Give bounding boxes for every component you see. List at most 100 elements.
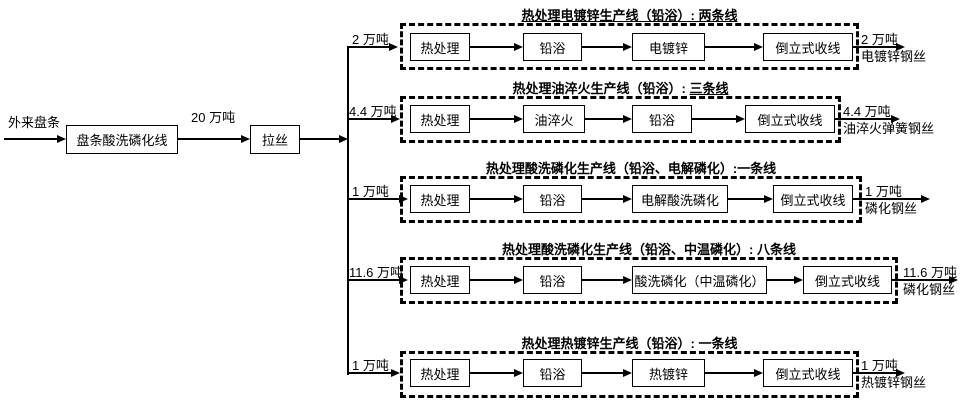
group-5-step-arrow-head <box>754 369 763 377</box>
group-3-output-product: 磷化钢丝 <box>865 201 918 216</box>
group-3-step-arrow-head <box>514 195 523 203</box>
group-5-step-arrow-head <box>514 369 523 377</box>
branch-5-arrow-head <box>391 369 400 377</box>
branch-2-arrow-head <box>391 115 400 123</box>
trunk-line <box>347 46 349 375</box>
group-2-step-arrow-head <box>623 115 632 123</box>
group-2-step-arrow-line <box>692 118 736 120</box>
group-3-step-arrow-line <box>470 198 514 200</box>
group-2-step-arrow-head <box>514 115 523 123</box>
group-4-output-head <box>949 276 958 284</box>
group-4-step-arrow-line <box>470 279 514 281</box>
group-4-step-arrow-head <box>514 276 523 284</box>
group-1-step-arrow-line <box>582 46 623 48</box>
group-5-step-arrow-line <box>470 372 514 374</box>
group-5-step-4-box: 倒立式收线 <box>763 359 853 387</box>
group-1-title: 热处理电镀锌生产线（铅浴）: 两条线 <box>400 5 859 24</box>
group-5-step-arrow-line <box>582 372 623 374</box>
group-3-output-amount: 1 万吨 <box>865 184 902 199</box>
group-3-step-2-box: 铅浴 <box>523 185 582 213</box>
group-3-step-arrow-line <box>582 198 623 200</box>
group-4-step-4-box: 倒立式收线 <box>803 266 892 294</box>
group-1-step-arrow-line <box>705 46 754 48</box>
group-2-title-underlined: 三条线 <box>689 81 729 96</box>
group-3-output-line <box>853 198 921 200</box>
branch-1-line <box>348 46 390 48</box>
group-2-step-3-box: 铅浴 <box>632 105 692 133</box>
group-1-output-product: 电镀锌钢丝 <box>861 49 927 64</box>
source-arrow-line <box>4 138 58 140</box>
group-5-title-text: 热处理热镀锌生产线（铅浴）: 一条线 <box>521 336 738 351</box>
group-2-step-1-box: 热处理 <box>410 105 470 133</box>
group-2-output-product: 油淬火弹簧钢丝 <box>843 121 935 136</box>
branch-1-arrow-head <box>389 43 398 51</box>
group-2-title-text: 热处理油淬火生产线（铅浴）: <box>512 81 690 96</box>
group-5-step-2-box: 铅浴 <box>523 359 582 387</box>
group-4-output-amount: 11.6 万吨 <box>903 265 957 280</box>
branch-5-label: 1 万吨 <box>352 358 389 373</box>
group-5-output-product: 热镀锌钢丝 <box>861 375 927 390</box>
group-1-output-head <box>896 43 905 51</box>
group-3-step-4-box: 倒立式收线 <box>773 185 853 213</box>
group-5-dashed-box <box>400 351 859 398</box>
group-1-step-arrow-head <box>514 43 523 51</box>
group-2-output-line <box>835 118 891 120</box>
group-1-step-arrow-line <box>470 46 514 48</box>
group-5-step-arrow-head <box>623 369 632 377</box>
group-4-step-arrow-head <box>623 276 632 284</box>
group-2-step-arrow-line <box>470 118 514 120</box>
group-4-title: 热处理酸洗磷化生产线（铅浴、中温磷化）: 八条线 <box>400 239 898 258</box>
branch-4-label: 11.6 万吨 <box>349 265 403 280</box>
group-4-step-arrow-line <box>582 279 623 281</box>
group-5-output-head <box>896 369 905 377</box>
branch-2-line <box>348 118 392 120</box>
branch-4-line <box>348 279 400 281</box>
group-4-output-product: 磷化钢丝 <box>903 282 956 297</box>
group-4-step-1-box: 热处理 <box>410 266 470 294</box>
group-3-title: 热处理酸洗磷化生产线（铅浴、电解磷化）:一条线 <box>400 158 862 177</box>
branch-3-label: 1 万吨 <box>352 184 389 199</box>
group-5-output-amount: 1 万吨 <box>861 358 898 373</box>
group-4-title-text: 热处理酸洗磷化生产线（铅浴、中温磷化）: 八条线 <box>502 242 796 257</box>
pickling-line-box: 盘条酸洗磷化线 <box>66 125 178 154</box>
group-3-title-text: 热处理酸洗磷化生产线（铅浴、电解磷化）:一条线 <box>485 161 777 176</box>
group-4-step-2-box: 铅浴 <box>523 266 582 294</box>
group-5-step-arrow-line <box>705 372 754 374</box>
group-2-step-arrow-line <box>585 118 623 120</box>
branch-5-line <box>348 372 392 374</box>
group-3-step-arrow-head <box>764 195 773 203</box>
branch-4-arrow-head <box>399 276 408 284</box>
group-3-step-3-box: 电解酸洗磷化 <box>632 185 728 213</box>
group-4-step-3-box: 酸洗磷化（中温磷化） <box>632 266 767 294</box>
branch-2-label: 4.4 万吨 <box>349 104 397 119</box>
branch-1-label: 2 万吨 <box>352 32 389 47</box>
group-1-title-underlined: 热处理电镀锌生产线（铅浴）: 两条线 <box>521 8 738 23</box>
group-1-step-4-box: 倒立式收线 <box>763 33 853 61</box>
group-5-step-1-box: 热处理 <box>410 359 470 387</box>
group-5-title: 热处理热镀锌生产线（铅浴）: 一条线 <box>400 333 859 352</box>
group-3-step-arrow-line <box>728 198 764 200</box>
group-1-step-arrow-head <box>623 43 632 51</box>
branch-3-arrow-head <box>399 195 408 203</box>
group-2-output-amount: 4.4 万吨 <box>843 104 891 119</box>
group-5-step-3-box: 热镀锌 <box>632 359 705 387</box>
branch-3-line <box>348 198 400 200</box>
source-arrow-head <box>57 135 66 143</box>
group-1-step-arrow-head <box>754 43 763 51</box>
group-3-step-1-box: 热处理 <box>410 185 470 213</box>
group-3-step-arrow-head <box>623 195 632 203</box>
group-1-step-3-box: 电镀锌 <box>632 33 705 61</box>
group-4-step-arrow-line <box>767 279 794 281</box>
group-2-step-4-box: 倒立式收线 <box>745 105 835 133</box>
group-2-output-head <box>891 115 900 123</box>
drawing-out-head <box>339 135 348 143</box>
source-label: 外来盘条 <box>8 115 61 130</box>
group-2-title: 热处理油淬火生产线（铅浴）: 三条线 <box>400 78 841 97</box>
group-1-output-amount: 2 万吨 <box>861 32 898 47</box>
group-3-output-head <box>921 195 930 203</box>
main-arrow-line <box>178 138 241 140</box>
group-2-step-arrow-head <box>736 115 745 123</box>
group-5-output-line <box>853 372 896 374</box>
drawing-out-line <box>300 138 339 140</box>
